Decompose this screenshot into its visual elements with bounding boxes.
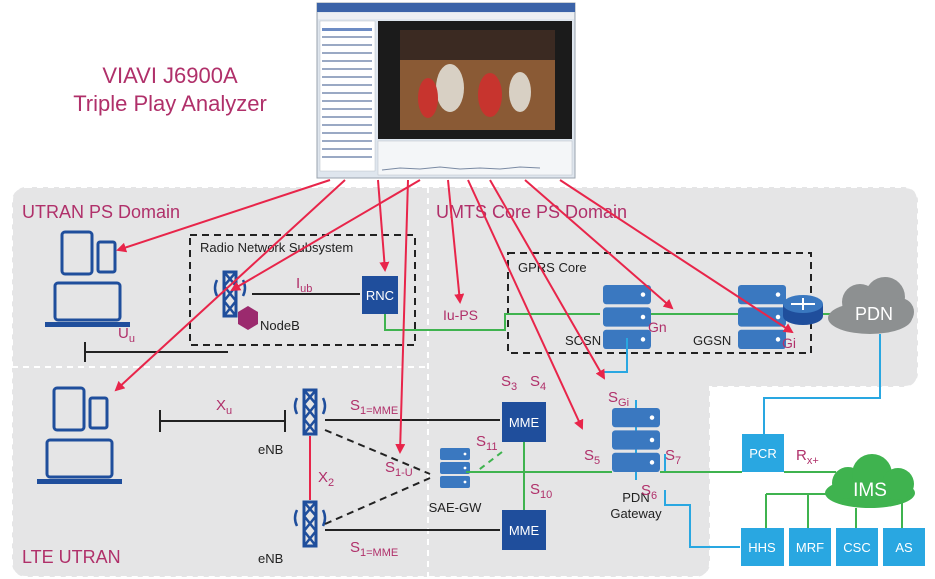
enb-top-label: eNB bbox=[258, 442, 283, 457]
iu-ps-label: Iu-PS bbox=[443, 307, 478, 323]
s1-mme-bottom-label: S1=MME bbox=[350, 539, 398, 559]
gn-label: Gn bbox=[648, 319, 667, 335]
rnc-label: RNC bbox=[366, 288, 394, 303]
umts-core-domain-label: UMTS Core PS Domain bbox=[436, 202, 627, 222]
nodeb-label: NodeB bbox=[260, 318, 300, 333]
analyzer-title-line2: Triple Play Analyzer bbox=[73, 91, 267, 116]
nodeb-hexagon-icon bbox=[238, 306, 258, 330]
domain-border bbox=[11, 186, 919, 578]
rns-box bbox=[189, 234, 416, 346]
probe-arrow-gn bbox=[524, 179, 674, 310]
rnc-node bbox=[362, 276, 398, 314]
router-icon bbox=[783, 295, 823, 325]
probe-arrow-gi bbox=[559, 179, 794, 334]
xu-label: Xu bbox=[216, 397, 232, 417]
utran-devices-icon bbox=[45, 230, 130, 327]
pdn-cloud-label: PDN bbox=[855, 304, 893, 324]
probe-arrow-s5 bbox=[467, 179, 584, 430]
enb-bottom-label: eNB bbox=[258, 551, 283, 566]
s1-u-label: S1-U bbox=[385, 459, 413, 479]
pcr-label: PCR bbox=[749, 446, 776, 461]
sgi-label: SGi bbox=[608, 389, 629, 409]
hhs-label: HHS bbox=[748, 540, 776, 555]
csc-node bbox=[836, 528, 878, 566]
pdn-cloud-icon bbox=[828, 277, 914, 334]
gprs-core-label: GPRS Core bbox=[518, 260, 587, 275]
s1-mme-top-label: S1=MME bbox=[350, 397, 398, 417]
pdn-gateway-label-line2: Gateway bbox=[610, 506, 662, 521]
hhs-node bbox=[741, 528, 784, 566]
ggsn-server-icon bbox=[738, 285, 786, 349]
s3-label: S3 bbox=[501, 373, 517, 393]
s7-label: S7 bbox=[665, 447, 681, 467]
uu-label: Uu bbox=[118, 325, 135, 345]
csc-label: CSC bbox=[843, 540, 870, 555]
mrf-label: MRF bbox=[796, 540, 824, 555]
pdn-gateway-label-line1: PDN bbox=[622, 490, 649, 505]
s10-label: S10 bbox=[530, 481, 552, 501]
lte-domain-label: LTE UTRAN bbox=[22, 547, 121, 567]
probe-arrow-sgi bbox=[489, 179, 605, 380]
mme-top-node bbox=[502, 402, 546, 442]
iub-label: Iub bbox=[296, 275, 312, 295]
s4-label: S4 bbox=[530, 373, 546, 393]
umts-domain-bg bbox=[12, 187, 918, 387]
sae-gw-server-icon bbox=[440, 448, 470, 488]
rx-label: Rx+ bbox=[796, 447, 819, 467]
probe-arrow-rnc bbox=[377, 179, 390, 272]
lte-devices-icon bbox=[37, 386, 122, 484]
s11-label: S11 bbox=[476, 433, 497, 453]
as-node bbox=[883, 528, 925, 566]
probe-arrow-s1-u bbox=[395, 179, 409, 454]
x2-label: X2 bbox=[318, 469, 334, 489]
ims-label: IMS bbox=[853, 480, 887, 501]
sae-gw-label: SAE-GW bbox=[429, 500, 482, 515]
probe-arrow-nodeb bbox=[230, 179, 421, 292]
utran-domain-label: UTRAN PS Domain bbox=[22, 202, 180, 222]
probe-arrow-utran-devices bbox=[116, 179, 331, 253]
mme-bottom-node bbox=[502, 510, 546, 550]
probe-arrow-iu-ps bbox=[447, 179, 465, 304]
s6-label: S6 bbox=[641, 482, 657, 502]
mme-top-label: MME bbox=[509, 415, 540, 430]
analyzer-title-line1: VIAVI J6900A bbox=[102, 63, 238, 88]
mme-bottom-label: MME bbox=[509, 523, 540, 538]
rns-label: Radio Network Subsystem bbox=[200, 240, 353, 255]
ggsn-label: GGSN bbox=[693, 333, 731, 348]
pcr-node bbox=[742, 434, 784, 472]
mrf-node bbox=[789, 528, 831, 566]
pdn-gateway-server-icon bbox=[612, 408, 660, 472]
s5-label: S5 bbox=[584, 447, 600, 467]
gi-label: Gi bbox=[782, 335, 796, 351]
analyzer-screenshot bbox=[316, 2, 576, 179]
ims-cloud-icon bbox=[825, 454, 915, 508]
analyzer-title: VIAVI J6900A Triple Play Analyzer bbox=[40, 62, 300, 118]
as-label: AS bbox=[895, 540, 913, 555]
